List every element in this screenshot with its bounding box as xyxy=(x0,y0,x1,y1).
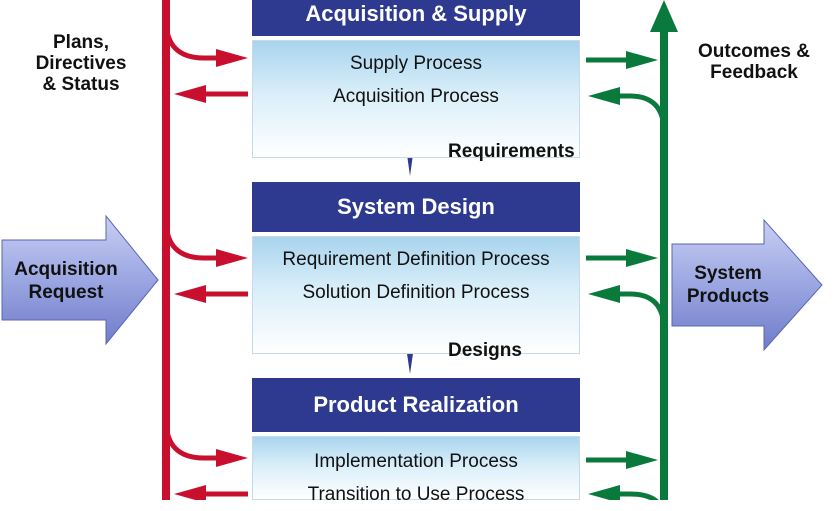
green-arrowhead-right-3 xyxy=(626,451,658,469)
connector-label-designs: Designs xyxy=(448,340,522,361)
right-flow-label: Outcomes & Feedback xyxy=(698,41,810,83)
stage-title: Product Realization xyxy=(313,392,519,417)
green-arrowhead-right-1 xyxy=(626,51,658,69)
stage-header-system-design: System Design xyxy=(252,182,580,232)
stage-processes-product-realization: Implementation Process Transition to Use… xyxy=(252,436,580,505)
stage-header-acquisition-supply: Acquisition & Supply xyxy=(252,0,580,36)
red-arrowhead-right-3 xyxy=(216,449,248,467)
red-arrowhead-right-1 xyxy=(216,49,248,67)
flow-diagram-canvas xyxy=(1,0,823,500)
red-arrowhead-right-2 xyxy=(216,249,248,267)
red-branch-2 xyxy=(163,219,218,261)
green-arrowhead-left-2 xyxy=(588,285,620,303)
process-item: Acquisition Process xyxy=(333,86,499,107)
process-item: Supply Process xyxy=(349,53,482,74)
red-arrowhead-left-3 xyxy=(174,485,206,500)
process-item: Transition to Use Process xyxy=(307,484,525,505)
red-branch-1 xyxy=(163,19,218,61)
red-arrowhead-left-1 xyxy=(174,85,206,103)
output-block-arrow xyxy=(671,218,823,352)
input-block-arrow xyxy=(1,214,159,346)
output-arrow-label: System Products xyxy=(686,263,770,307)
stage-processes-acquisition-supply: Supply Process Acquisition Process xyxy=(252,40,580,158)
green-in-2 xyxy=(618,291,667,331)
connector-label-requirements: Requirements xyxy=(448,141,575,162)
green-in-1 xyxy=(618,93,667,133)
stage-title: Acquisition & Supply xyxy=(305,1,527,26)
green-arrowhead-left-3 xyxy=(588,485,620,500)
input-arrow-label: Acquisition Request xyxy=(14,259,118,303)
process-item: Requirement Definition Process xyxy=(282,249,550,270)
red-arrowhead-left-2 xyxy=(174,285,206,303)
stage-header-product-realization: Product Realization xyxy=(252,378,580,432)
stage-processes-system-design: Requirement Definition Process Solution … xyxy=(252,236,580,354)
green-arrowhead-right-2 xyxy=(626,249,658,267)
stage-title: System Design xyxy=(337,194,495,219)
red-branch-3 xyxy=(163,419,218,461)
green-in-3 xyxy=(618,491,659,500)
process-item: Solution Definition Process xyxy=(302,282,530,303)
left-flow-label: Plans, Directives & Status xyxy=(35,32,127,95)
process-item: Implementation Process xyxy=(314,451,518,472)
green-up-arrowhead xyxy=(650,0,678,32)
green-arrowhead-left-1 xyxy=(588,87,620,105)
